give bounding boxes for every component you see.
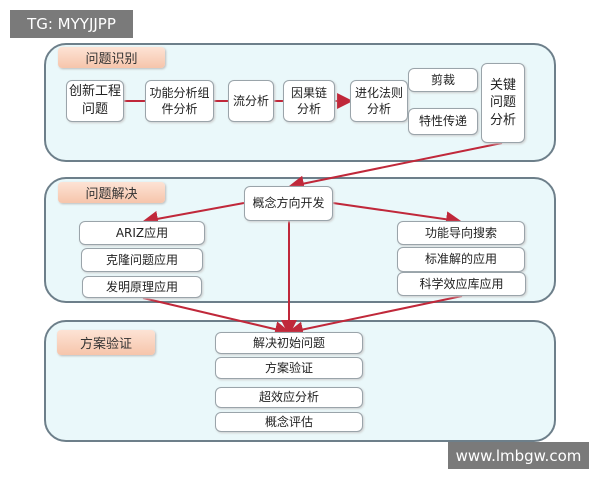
box-feature-transfer: 特性传递: [408, 108, 478, 135]
box-standard-solutions: 标准解的应用: [397, 247, 525, 272]
box-trimming: 剪裁: [408, 68, 478, 92]
watermark-top-left: TG: MYYJJPP: [10, 10, 133, 38]
box-innovation-problem: 创新工程问题: [66, 80, 124, 122]
box-evolution-laws: 进化法则分析: [350, 80, 408, 122]
box-concept-direction: 概念方向开发: [244, 186, 333, 221]
stage-label-identification: 问题识别: [58, 47, 165, 68]
box-clone-problem: 克隆问题应用: [81, 248, 203, 272]
box-key-problem: 关键问题分析: [481, 63, 525, 143]
box-solve-initial: 解决初始问题: [215, 332, 363, 354]
box-function-analysis: 功能分析组件分析: [145, 80, 214, 122]
box-flow-analysis: 流分析: [228, 80, 274, 122]
box-solution-verify: 方案验证: [215, 357, 363, 379]
stage-label-verification: 方案验证: [57, 330, 155, 355]
arrow: [287, 295, 463, 338]
box-concept-eval: 概念评估: [215, 412, 363, 432]
arrow: [332, 202, 462, 228]
arrow: [142, 202, 245, 227]
box-inventive-principles: 发明原理应用: [82, 276, 202, 298]
watermark-bottom-right: www.lmbgw.com: [448, 442, 589, 469]
box-ariz: ARIZ应用: [79, 221, 205, 245]
box-function-search: 功能导向搜索: [397, 221, 525, 245]
stage-label-solving: 问题解决: [58, 182, 165, 203]
arrow: [142, 297, 291, 338]
box-causal-chain: 因果链分析: [283, 80, 335, 122]
box-super-effect: 超效应分析: [215, 387, 363, 408]
arrow: [288, 142, 503, 192]
box-scientific-effects: 科学效应库应用: [397, 272, 526, 296]
